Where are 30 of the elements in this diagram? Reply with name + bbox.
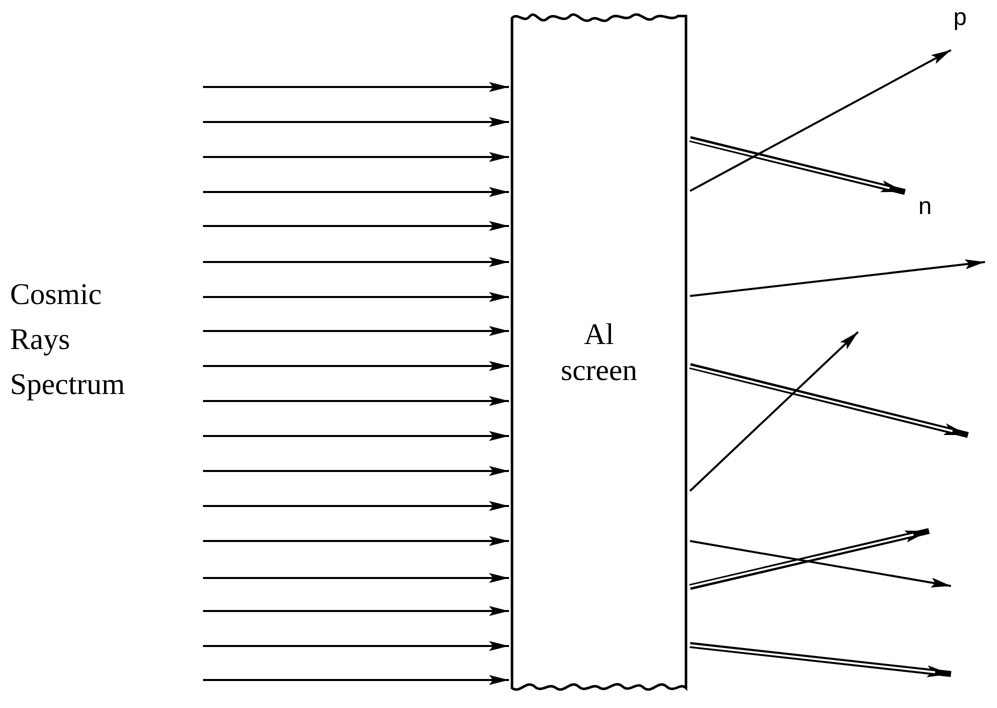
arrow [203,361,509,371]
arrow [203,431,509,441]
arrow [203,82,509,92]
arrow [203,466,509,476]
double-arrow [690,642,952,678]
particle-label: n [905,190,945,224]
particle-label: p [945,0,975,50]
arrow [203,641,509,651]
arrow [203,257,509,267]
arrow [203,117,509,127]
double-arrow [689,136,906,195]
screen-label: Al screen [560,316,638,388]
arrow [690,49,952,192]
arrow [203,396,509,406]
arrow [203,675,509,685]
arrow [203,187,509,197]
arrow [203,573,509,583]
source-label: Cosmic Rays Spectrum [10,277,126,403]
double-arrow [689,528,930,590]
arrow [203,536,509,546]
arrow [203,606,509,616]
arrow [690,259,986,297]
arrow [203,501,509,511]
arrow [203,326,509,336]
arrow [689,331,859,492]
arrow [690,540,952,588]
arrow [203,292,509,302]
arrow [203,152,509,162]
double-arrow [689,363,969,438]
arrow [203,221,509,231]
